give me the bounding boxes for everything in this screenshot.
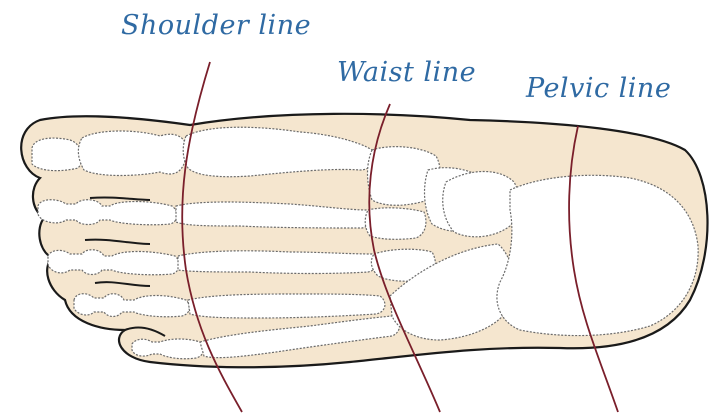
intermediate-cuneiform xyxy=(365,208,426,239)
pelvic-line-label: Pelvic line xyxy=(526,73,671,104)
talus xyxy=(443,172,519,237)
metatarsal-4 xyxy=(188,294,385,318)
big-toe-distal-phalanx xyxy=(32,138,82,171)
metatarsal-3 xyxy=(178,251,377,274)
calcaneus xyxy=(497,175,698,335)
big-toe-proximal-phalanx xyxy=(78,131,186,176)
toe5-phalanges xyxy=(132,339,203,359)
waist-line-label: Waist line xyxy=(337,57,476,88)
shoulder-line-label: Shoulder line xyxy=(121,10,311,41)
